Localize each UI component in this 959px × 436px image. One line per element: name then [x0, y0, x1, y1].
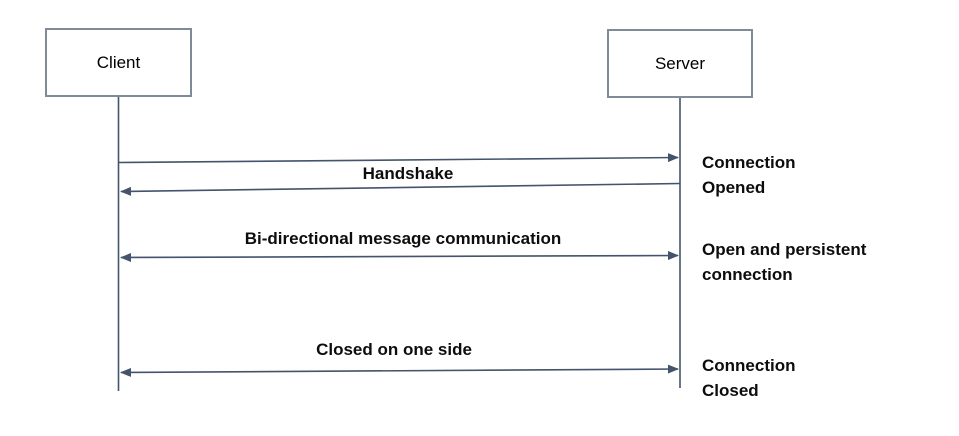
annotation-connection-closed: Connection Closed: [702, 356, 796, 400]
annotation-open-persistent-connection: Open and persistent connection: [702, 240, 867, 284]
bidirectional-message-label: Bi-directional message communication: [244, 229, 562, 248]
client-actor-box: Client: [45, 28, 192, 97]
server-actor-label: Server: [654, 53, 706, 73]
closed-message-label: Closed on one side: [316, 340, 472, 359]
client-actor-label: Client: [96, 52, 141, 72]
handshake-request-arrow: [118, 153, 679, 164]
handshake-response-arrow: [120, 182, 681, 196]
handshake-message-label: Handshake: [362, 164, 454, 183]
annotation-connection-opened: Connection Opened: [702, 153, 796, 197]
bidirectional-message-arrow: [120, 251, 679, 262]
closed-on-one-side-arrow: [120, 364, 679, 377]
server-actor-box: Server: [607, 29, 753, 98]
